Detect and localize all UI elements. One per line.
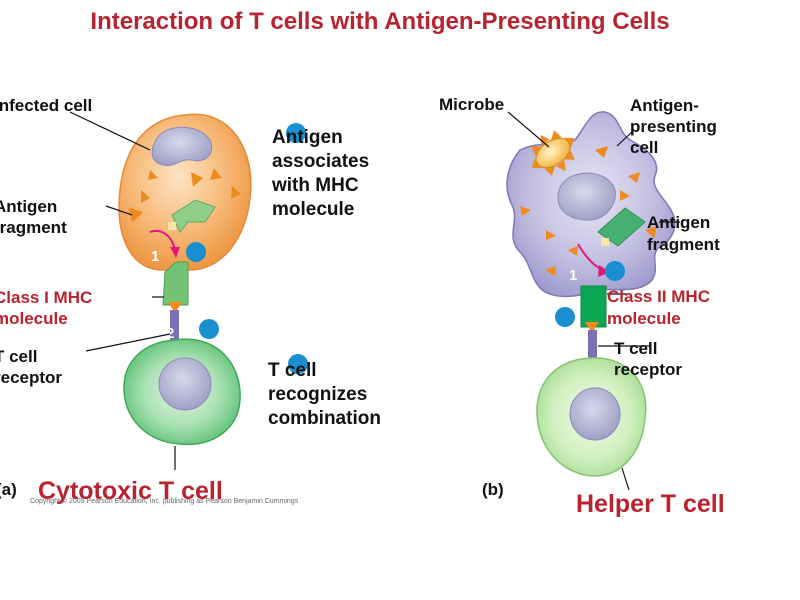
cell-name-helper: Helper T cell (576, 490, 725, 518)
step1-text-4: molecule (272, 199, 355, 220)
label-class-i-mhc-1: Class I MHC (0, 288, 93, 307)
copyright: Copyright © 2005 Pearson Education, Inc.… (30, 498, 299, 505)
cell-name-cytotoxic: Cytotoxic T cell (38, 477, 223, 505)
label-class-ii-mhc-1: Class II MHC (607, 287, 710, 306)
antigen-on-mhc-b (585, 322, 599, 333)
small-vesicle-a (168, 222, 176, 230)
step1-text-2: associates (272, 151, 370, 172)
label-tcr-a-2: receptor (0, 368, 63, 387)
mhc-inside-b (597, 207, 646, 247)
label-tcr-b-1: T cell (614, 339, 658, 358)
class-i-mhc (162, 261, 189, 306)
antigen-on-mhc-a (168, 302, 182, 313)
label-apc-2: presenting (630, 117, 717, 136)
step-marker-1-a (286, 123, 306, 143)
microbe (531, 130, 575, 176)
mhc-inside-a (171, 199, 216, 233)
label-antigen-fragment-b-2: fragment (647, 235, 720, 254)
step2-text-2: recognizes (268, 384, 368, 405)
label-antigen-fragment-a-2: fragment (0, 218, 67, 237)
processing-arrow-a (149, 230, 176, 251)
step-1-label-b: 1 (569, 267, 577, 284)
antigen-fragments-b (520, 146, 657, 276)
tcr-stem-b (588, 330, 597, 358)
label-antigen-fragment-b-1: Antigen (647, 213, 711, 232)
label-infected-cell: Infected cell (0, 96, 93, 115)
t-cell-nucleus-b (569, 387, 621, 441)
page-title: Interaction of T cells with Antigen-Pres… (90, 8, 670, 35)
antigen-fragment-pointed-a (128, 208, 143, 222)
step-marker-2-a (288, 354, 308, 374)
label-tcr-b-2: receptor (614, 360, 683, 379)
label-class-ii-mhc-2: molecule (607, 309, 681, 328)
label-antigen-fragment-a-1: Antigen (0, 197, 58, 216)
tcr-stem-a (170, 310, 179, 350)
apc-nucleus (557, 172, 616, 221)
label-class-i-mhc-2: molecule (0, 309, 68, 328)
infected-cell-nucleus (151, 126, 213, 167)
label-microbe: Microbe (439, 95, 505, 114)
step-2-label-a: 2 (166, 325, 174, 342)
label-apc-1: Antigen- (630, 96, 699, 115)
step-1-label-a: 1 (151, 248, 159, 265)
label-tcr-a-1: T cell (0, 347, 38, 366)
t-cell-nucleus-a (158, 357, 212, 411)
step2-text-3: combination (268, 408, 381, 429)
class-ii-mhc (580, 285, 607, 328)
panel-b-letter: (b) (482, 480, 504, 499)
step2-text-1: T cell (268, 360, 317, 381)
label-apc-3: cell (630, 138, 659, 157)
panel-a-letter: (a) (0, 480, 17, 499)
step1-text-1: Antigen (272, 127, 343, 148)
step1-text-3: with MHC (272, 175, 359, 196)
